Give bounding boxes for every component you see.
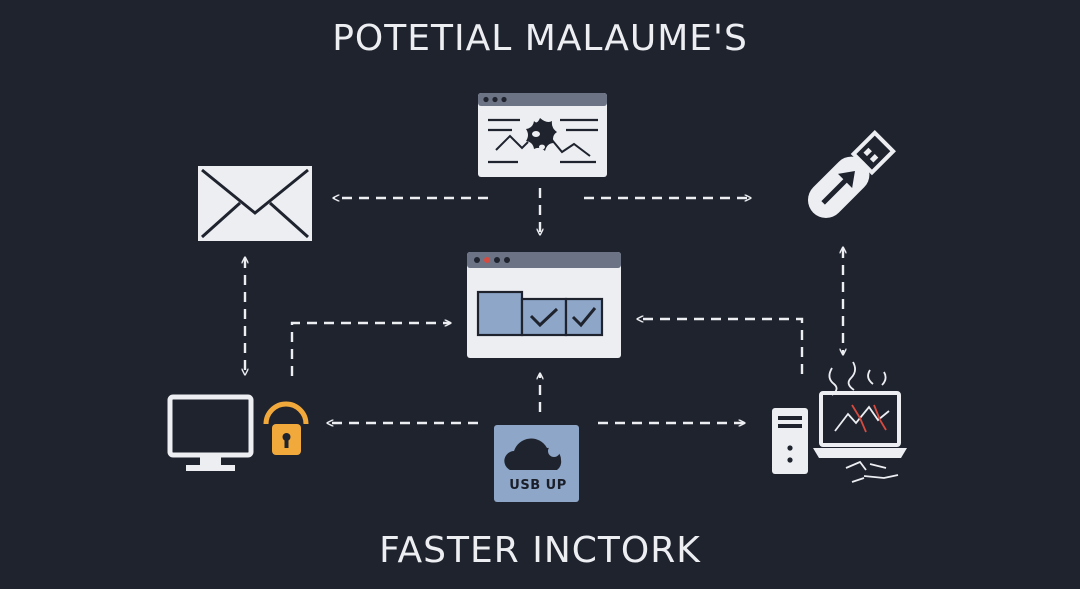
- browser-window-checkmarks-icon: [467, 252, 621, 358]
- padlock-icon: [263, 401, 309, 455]
- cloud-node: [494, 425, 579, 502]
- monitor-icon: [167, 394, 254, 471]
- desktop-computer-icon: [772, 408, 808, 474]
- usb-drive-icon: [807, 130, 896, 219]
- laptop-icon: [813, 391, 907, 458]
- connectors: [245, 188, 843, 423]
- email-envelope-icon: [198, 166, 312, 241]
- diagram-title: POTETIAL MALAUME'S: [332, 18, 748, 59]
- glitch-lines: [828, 361, 899, 483]
- cloud-node-label: USB UP: [509, 478, 567, 493]
- diagram-subtitle: FASTER INCTORK: [379, 530, 701, 571]
- arrow-monitor-to-center: [290, 323, 450, 376]
- cloud-icon: [504, 438, 562, 470]
- malware-browser-window-icon: [478, 93, 607, 177]
- arrow-computer-to-center: [638, 319, 804, 374]
